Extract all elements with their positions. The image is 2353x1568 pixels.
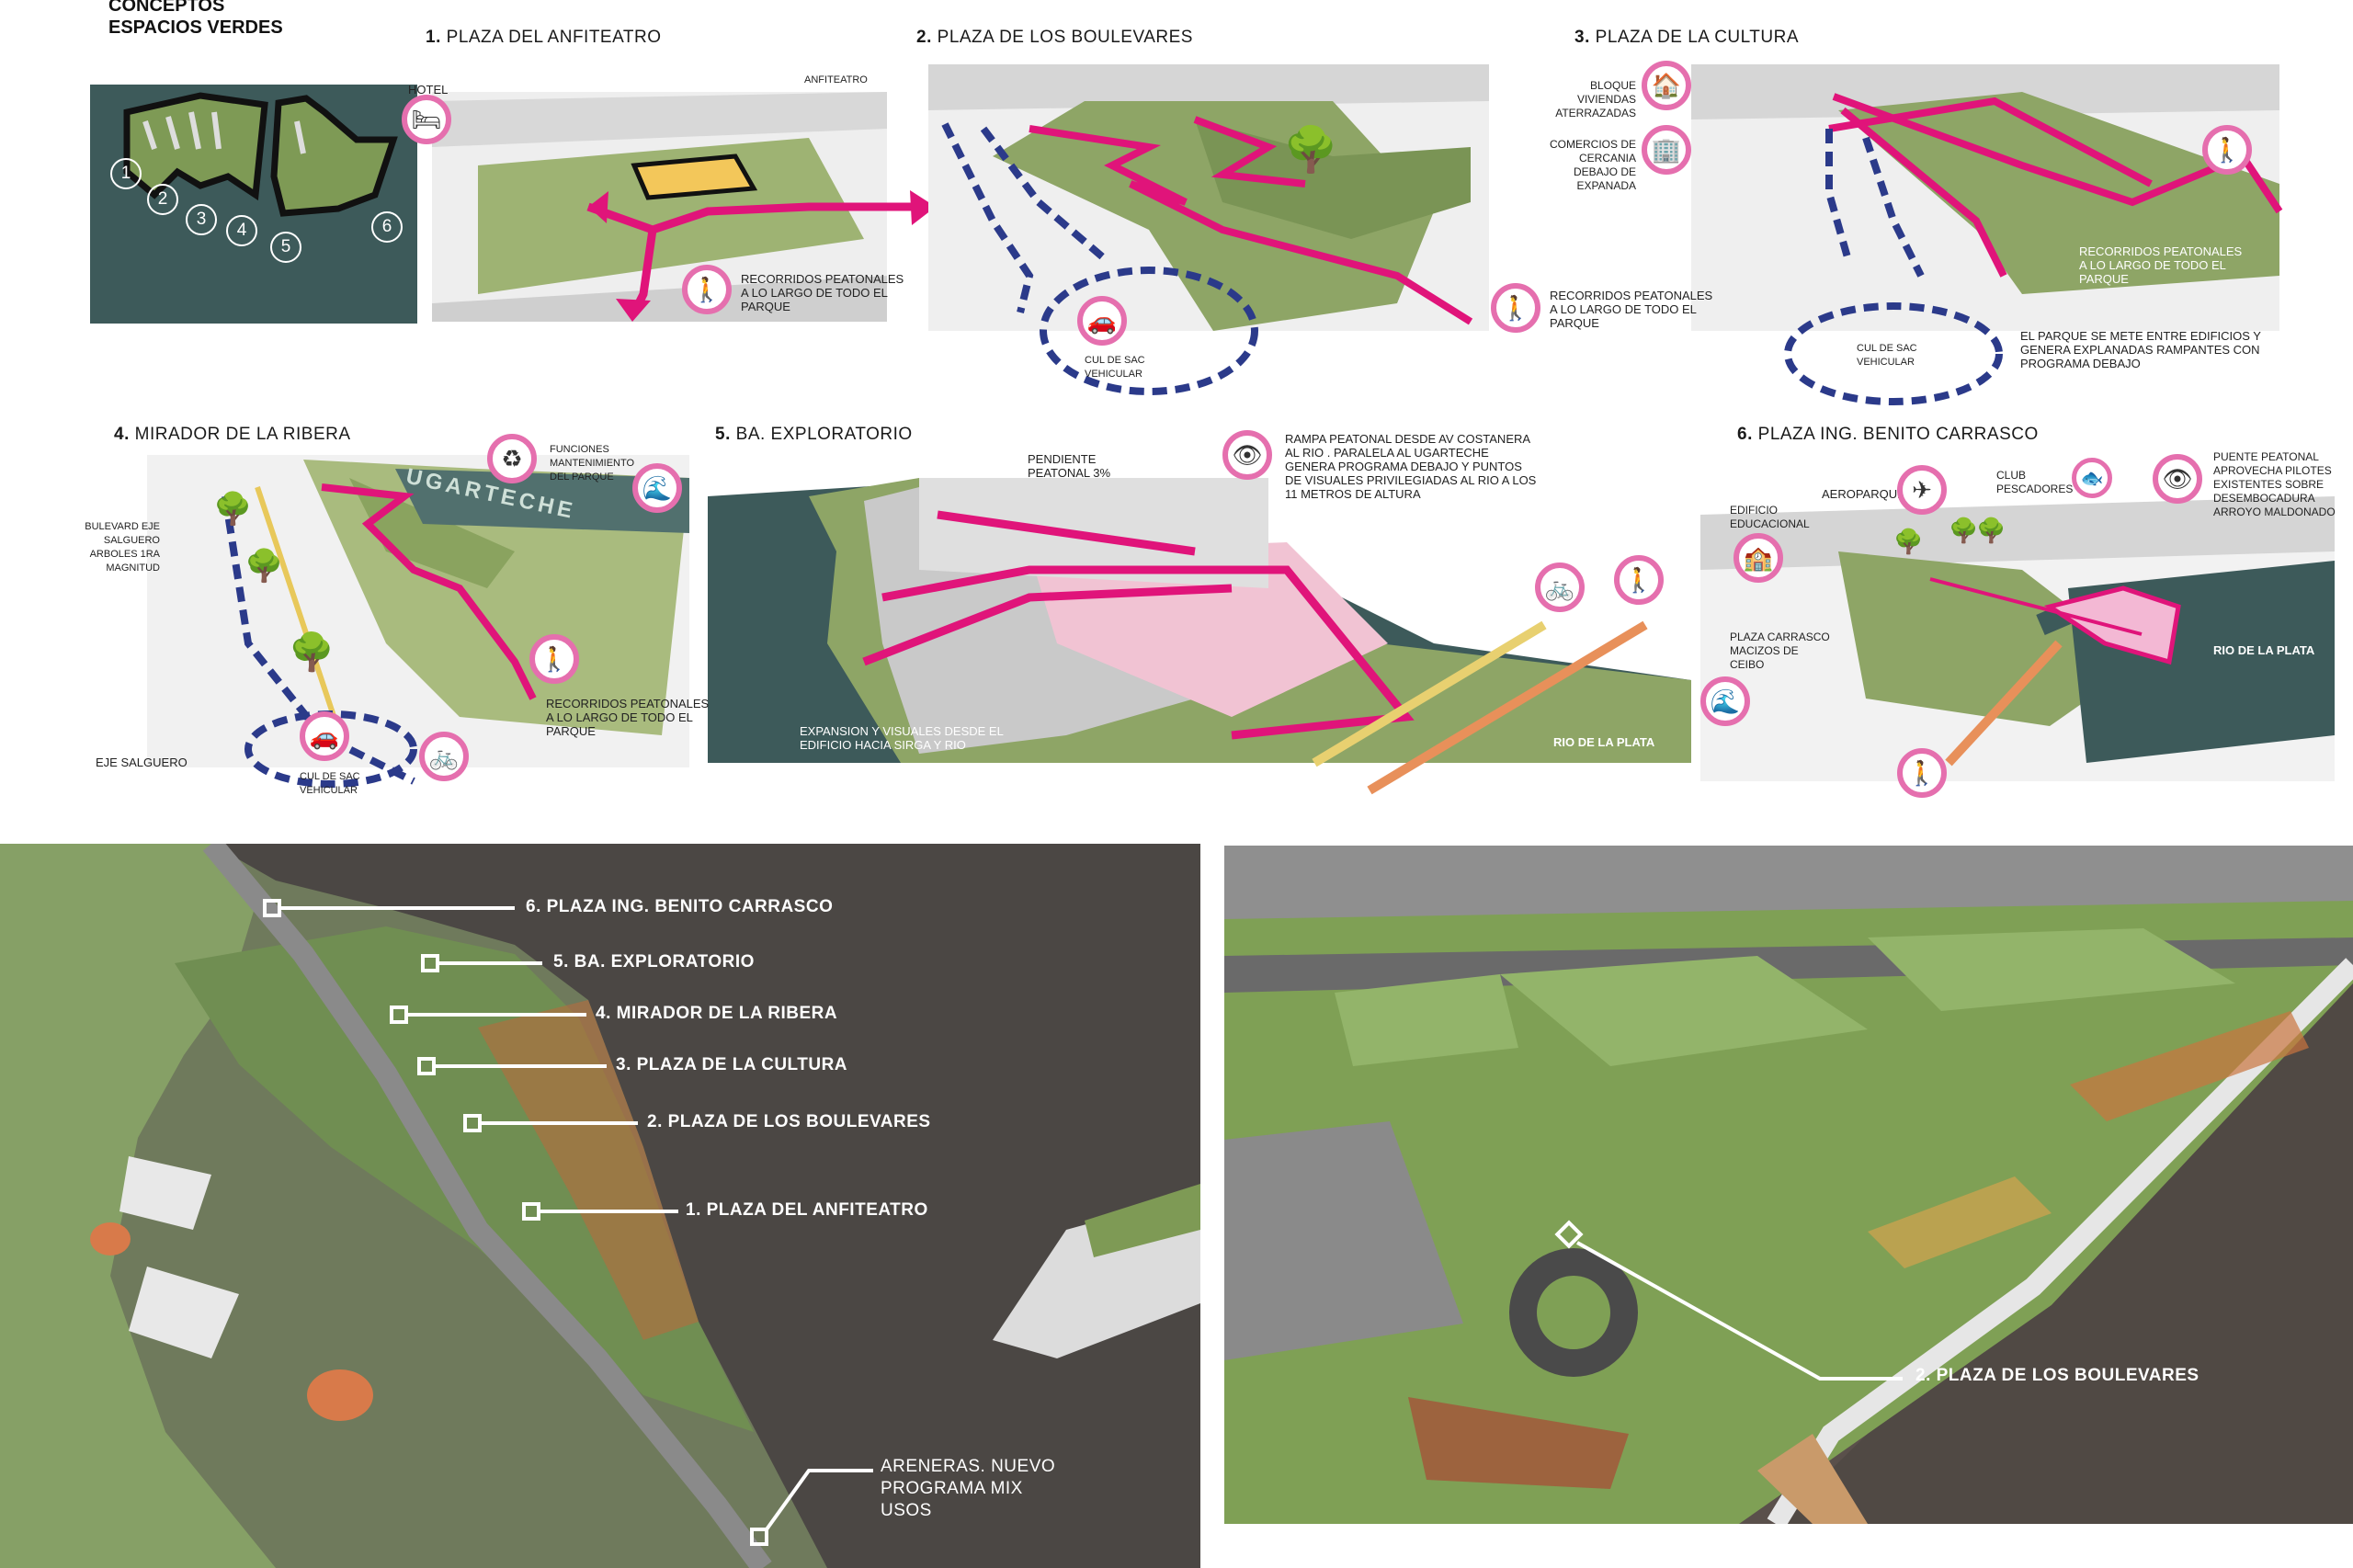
p6-club-label: CLUB PESCADORES	[1996, 469, 2074, 495]
key-map: 1 2 3 4 5 6	[90, 85, 417, 324]
pedestrian-icon: 🚶	[2202, 125, 2252, 175]
aerial-left-drawing	[0, 844, 1200, 1568]
panel4-title: 4. MIRADOR DE LA RIBERA	[114, 425, 351, 444]
p6-aeroparque-label: AEROPARQUE	[1822, 487, 1905, 501]
p5-expansion-label: EXPANSION Y VISUALES DESDE EL EDIFICIO H…	[800, 724, 1004, 752]
aerial-left-label: 6. PLAZA ING. BENITO CARRASCO	[526, 897, 834, 916]
key-map-drawing	[123, 92, 398, 217]
aerial-left	[0, 844, 1200, 1568]
panel6-title: 6. PLAZA ING. BENITO CARRASCO	[1737, 425, 2039, 444]
tree-icon: 🌳	[1893, 528, 1924, 555]
aerial-right-label: 2. PLAZA DE LOS BOULEVARES	[1915, 1366, 2200, 1385]
panel2-title: 2. PLAZA DE LOS BOULEVARES	[916, 28, 1193, 47]
pedestrian-icon: 🚶	[1491, 283, 1540, 333]
tree-icon: 🌳	[1976, 517, 2006, 544]
p4-funciones-label: FUNCIONES MANTENIMIENTO DEL PARQUE	[550, 444, 635, 483]
aerial-left-label: 3. PLAZA DE LA CULTURA	[616, 1055, 848, 1074]
p4-bulevard-label: BULEVARD EJE SALGUERO ARBOLES 1RA MAGNIT…	[85, 521, 160, 574]
pedestrian-icon: 🚶	[529, 634, 579, 684]
key-number: 6	[371, 211, 403, 243]
recycle-icon: ♻	[487, 434, 537, 483]
panel1-title: 1. PLAZA DEL ANFITEATRO	[426, 28, 662, 47]
plane-icon: ✈	[1897, 465, 1947, 515]
aerial-left-label: 4. MIRADOR DE LA RIBERA	[596, 1004, 838, 1023]
panel5-title: 5. BA. EXPLORATORIO	[715, 425, 913, 444]
key-number: 5	[270, 232, 301, 263]
panel4-drawing	[147, 455, 689, 788]
panel1-drawing	[432, 92, 936, 322]
key-number: 2	[147, 184, 178, 215]
tree-icon: 🌳	[244, 549, 284, 584]
sketch-layer	[147, 64, 2335, 795]
bicycle-icon: 🚲	[1535, 562, 1585, 612]
pedestrian-icon: 🚶	[1614, 555, 1664, 605]
bed-icon: 🛏	[402, 95, 451, 144]
panel3-title: 3. PLAZA DE LA CULTURA	[1574, 28, 1800, 47]
header-line1: CONCEPTOS	[108, 0, 225, 16]
pedestrian-icon: 🚶	[1897, 748, 1947, 798]
p6-plaza-label: PLAZA CARRASCO MACIZOS DE CEIBO	[1730, 631, 1830, 671]
key-number: 1	[110, 158, 142, 189]
p4-recorridos-label: RECORRIDOS PEATONALES A LO LARGO DE TODO…	[546, 697, 710, 738]
header-title: CONCEPTOS ESPACIOS VERDES	[108, 0, 283, 39]
key-number: 4	[226, 215, 257, 246]
building-icon: 🏢	[1642, 125, 1691, 175]
p6-rio-label: RIO DE LA PLATA	[2213, 643, 2315, 657]
aerial-left-label: 1. PLAZA DEL ANFITEATRO	[686, 1200, 928, 1220]
p2-recorridos-label: RECORRIDOS PEATONALES A LO LARGO DE TODO…	[1550, 289, 1713, 330]
p3-comercios-label: COMERCIOS DE CERCANIA DEBAJO DE EXPANADA	[1549, 138, 1636, 192]
panel5-drawing	[708, 478, 1691, 795]
p4-culdesac-label: CUL DE SAC VEHICULAR	[300, 771, 360, 796]
aerial-left-label: 5. BA. EXPLORATORIO	[553, 952, 755, 971]
car-icon: 🚗	[1077, 296, 1127, 346]
p3-culdesac-label: CUL DE SAC VEHICULAR	[1857, 343, 1917, 368]
p6-edificio-label: EDIFICIO EDUCACIONAL	[1730, 504, 1810, 530]
panel2-drawing	[928, 64, 1489, 395]
p2-culdesac-label: CUL DE SAC VEHICULAR	[1085, 355, 1145, 380]
p6-puente-label: PUENTE PEATONAL APROVECHA PILOTES EXISTE…	[2213, 450, 2336, 518]
p1-recorridos-label: RECORRIDOS PEATONALES A LO LARGO DE TODO…	[741, 272, 904, 313]
p4-eje-label: EJE SALGUERO	[96, 756, 188, 769]
panel3-drawing	[1691, 64, 2283, 405]
school-icon: 🏫	[1733, 533, 1783, 583]
p5-pendiente-label: PENDIENTE PEATONAL 3%	[1028, 452, 1111, 480]
p3-parque-label: EL PARQUE SE METE ENTRE EDIFICIOS Y GENE…	[2020, 329, 2261, 370]
tree-icon: 🌳	[1949, 517, 1979, 544]
tree-icon: 🌳	[1283, 126, 1338, 175]
bicycle-icon: 🚲	[419, 732, 469, 781]
aerial-right	[1224, 846, 2353, 1524]
water-icon: 🌊	[1700, 676, 1750, 726]
aerial-left-label: 2. PLAZA DE LOS BOULEVARES	[647, 1112, 931, 1131]
car-icon: 🚗	[300, 711, 349, 761]
aerial-right-drawing	[1224, 846, 2353, 1524]
eye-icon: 👁	[1222, 430, 1272, 480]
aerial-left-areneras: ARENERAS. NUEVO PROGRAMA MIX USOS	[881, 1457, 1056, 1520]
pedestrian-icon: 🚶	[682, 265, 732, 314]
eye-icon: 👁	[2153, 454, 2202, 504]
house-icon: 🏠	[1642, 61, 1691, 110]
water-icon: 🌊	[632, 463, 682, 513]
p3-bloque-label: BLOQUE VIVIENDAS ATERRAZADAS	[1555, 79, 1636, 119]
key-number: 3	[186, 204, 217, 235]
tree-icon: 🌳	[213, 492, 253, 527]
panel6-drawing	[1700, 496, 2335, 781]
p3-recorridos-label: RECORRIDOS PEATONALES A LO LARGO DE TODO…	[2079, 244, 2243, 286]
p1-anfiteatro-label: ANFITEATRO	[804, 74, 868, 85]
p5-rampa-label: RAMPA PEATONAL DESDE AV COSTANERA AL RIO…	[1285, 432, 1537, 501]
tree-icon: 🌳	[289, 632, 335, 673]
header-line2: ESPACIOS VERDES	[108, 17, 283, 38]
fish-icon: 🐟	[2072, 458, 2112, 498]
p5-rio-label: RIO DE LA PLATA	[1553, 735, 1655, 749]
p1-hotel-label: HOTEL	[408, 83, 449, 97]
